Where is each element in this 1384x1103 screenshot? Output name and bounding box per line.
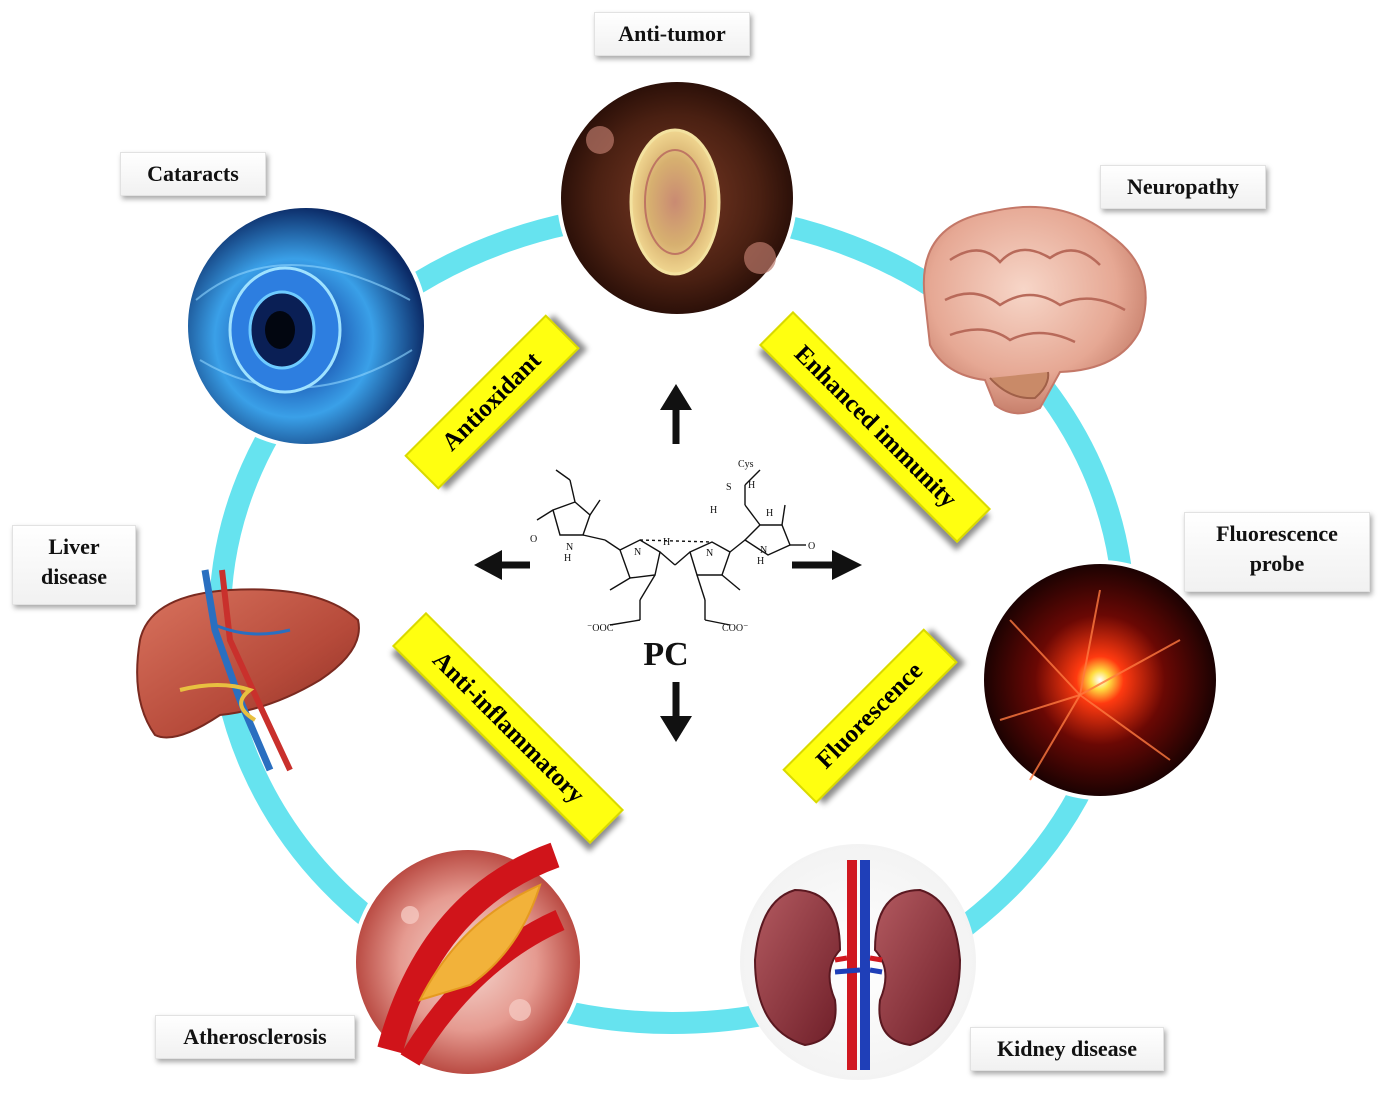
atom-cys: Cys (738, 459, 754, 470)
atom-h-a: H (564, 553, 571, 564)
atom-n-d: N (760, 545, 767, 556)
pc-molecule-structure (536, 469, 806, 626)
arrow-left (474, 550, 530, 580)
brain-icon (922, 206, 1147, 415)
eye-icon (184, 204, 428, 448)
atom-h-d3: H (710, 505, 717, 516)
atom-n-c: N (706, 548, 713, 559)
arrow-down (660, 682, 692, 742)
label-atherosclerosis: Atherosclerosis (155, 1015, 355, 1059)
label-cataracts: Cataracts (120, 152, 266, 196)
atom-o-left: O (530, 534, 537, 545)
label-fluorescence-probe: Fluorescence probe (1184, 512, 1370, 592)
atom-o-right: O (808, 541, 815, 552)
arrow-right (792, 550, 862, 580)
molecule-label: PC (643, 636, 689, 673)
atom-h-d4: H (766, 508, 773, 519)
fluorescence-burst-icon (980, 560, 1220, 800)
liver-icon (136, 569, 360, 772)
atom-s: S (726, 482, 732, 493)
atom-n-b: N (634, 547, 641, 558)
atom-h-d2: H (748, 480, 755, 491)
atom-n-a: N (566, 542, 573, 553)
arrow-up (660, 384, 692, 444)
label-kidney-disease: Kidney disease (970, 1027, 1164, 1071)
atom-coo-left: ⁻OOC (587, 623, 614, 634)
tumor-cell-icon (557, 78, 797, 318)
pc-molecule-atoms: O N H N H N N H O S Cys H H H ⁻OOC COO⁻ (530, 459, 815, 634)
atom-h-d: H (757, 556, 764, 567)
atom-coo-right: COO⁻ (722, 623, 748, 634)
label-anti-tumor: Anti-tumor (594, 12, 750, 56)
atom-h-bridge: H (663, 537, 670, 548)
artery-plaque-icon (352, 842, 584, 1078)
kidneys-icon (740, 844, 976, 1080)
label-liver-disease: Liver disease (12, 525, 136, 605)
label-neuropathy: Neuropathy (1100, 165, 1266, 209)
